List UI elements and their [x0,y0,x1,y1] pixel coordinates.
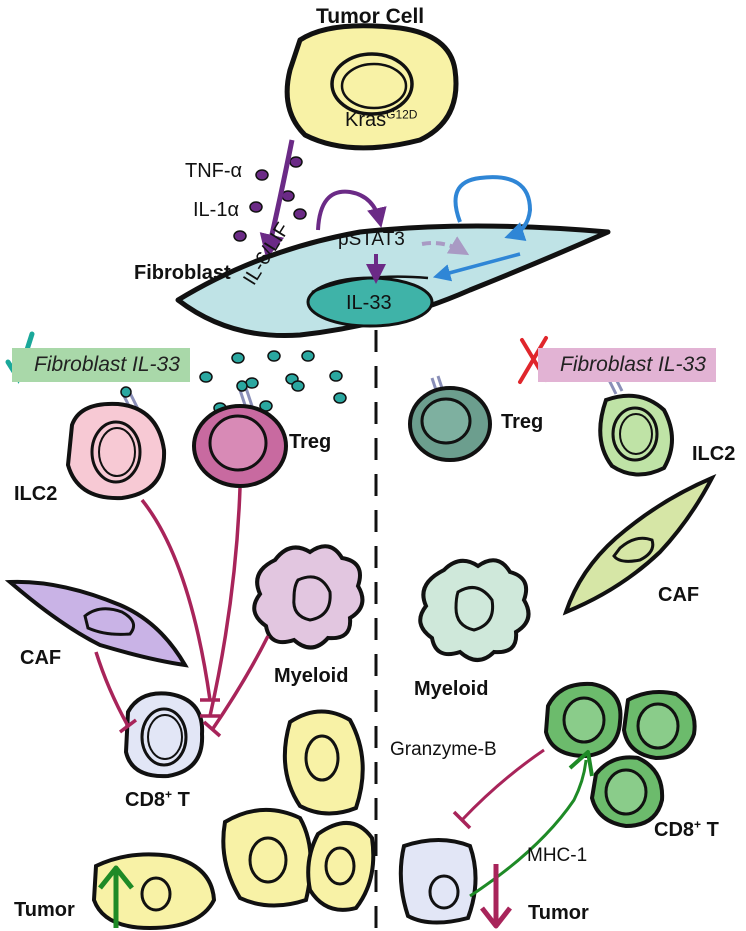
ilc2-cell-right [598,374,674,477]
cd8-cluster-right [543,681,697,829]
cd8-right-suffix: T [701,819,719,841]
caf-left-label: CAF [20,647,62,669]
tumor-cluster-left [91,709,376,931]
myeloid-right-label: Myeloid [414,678,489,700]
tumor-left-label: Tumor [14,899,75,921]
tumor-cell-title: Tumor Cell [316,5,425,28]
ilc2-right-label: ILC2 [692,443,736,465]
tumor-down-arrow [480,864,512,929]
cd8-right-label: CD8+ T [654,817,719,841]
il1-label: IL-1α [193,199,240,221]
treg-cell-right [408,375,492,462]
pstat3-label: pSTAT3 [338,229,405,250]
tumor-cell-right [398,838,478,925]
ilc2-cell-left [65,386,167,501]
il6-autocrine-arrow [316,189,387,231]
treg-left-label: Treg [289,431,332,453]
cd8-cell-left [123,691,205,779]
inhibition-lines-left [94,487,270,738]
fibroblast-label: Fibroblast [134,262,231,284]
tnf-label: TNF-α [185,160,243,182]
kras-label: KrasG12D [345,107,418,131]
treg-cell-left [192,380,288,488]
tumor-right-label: Tumor [528,902,589,924]
tumor-nucleus [330,52,414,116]
caf-cell-right [562,473,717,616]
caf-right-label: CAF [658,584,700,606]
tumor-up-arrow [98,865,134,928]
caf-cell-left [4,579,189,668]
il33-released-dots [199,350,347,414]
pstat3-dashed-arrow [421,236,470,256]
blue-feedback-loop [453,175,533,242]
cd8-right-sup: + [694,817,702,832]
cd8-left-base: CD8 [125,789,166,811]
blue-inhibit-arrow [432,252,521,282]
granzyme-inhibition [452,748,545,830]
banner-left: Fibroblast IL-33 [12,348,190,382]
granzyme-label: Granzyme-B [390,739,497,760]
mhc-arrow [469,750,594,898]
banner-right: Fibroblast IL-33 [538,348,716,382]
cd8-left-sup: + [165,787,173,802]
myeloid-left-label: Myeloid [274,665,349,687]
kras-sup: G12D [386,107,418,122]
il33-label: IL-33 [346,292,392,314]
myeloid-cell-right [418,558,531,662]
fibroblast-cell [175,223,611,339]
cd8-left-label: CD8+ T [125,787,190,811]
cd8-left-suffix: T [172,789,190,811]
kras-base: Kras [345,109,387,131]
treg-right-label: Treg [501,411,544,433]
ilc2-left-label: ILC2 [14,483,58,505]
tumor-cell-top [284,23,459,151]
cytokine-dots [233,156,307,242]
tumor-to-fibroblast-arrow [259,139,295,260]
mhc-label: MHC-1 [527,845,588,866]
cd8-right-base: CD8 [654,819,695,841]
myeloid-cell-left [252,544,365,650]
